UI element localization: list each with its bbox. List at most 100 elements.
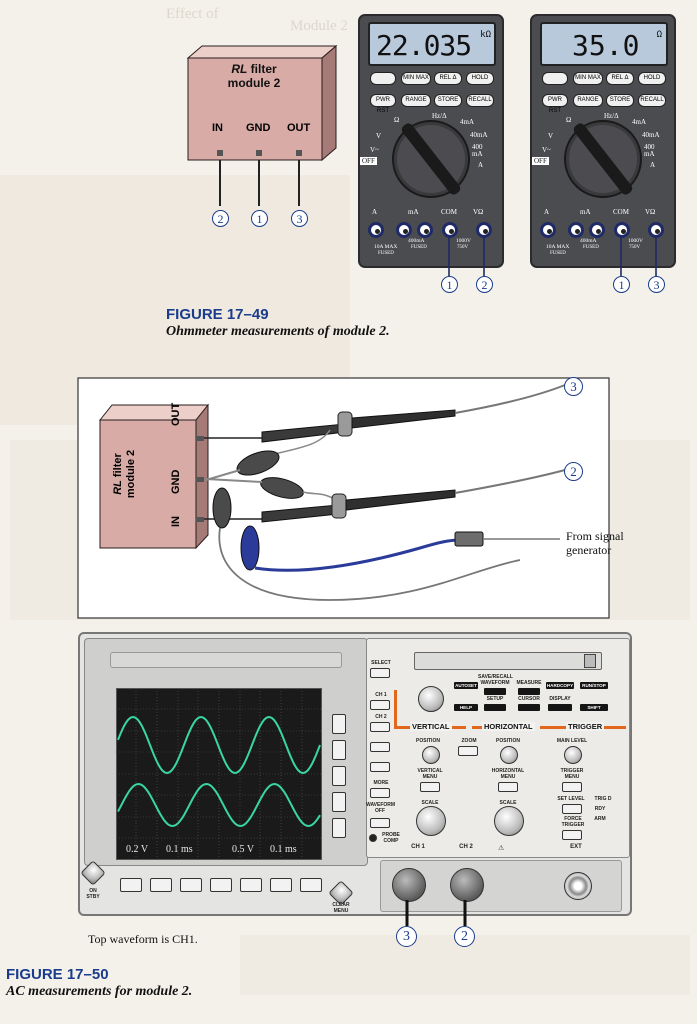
autoset-button[interactable]: AUTOSET: [454, 682, 478, 689]
probe-comp-terminal[interactable]: [369, 834, 377, 842]
meter1-jack-com[interactable]: [442, 222, 458, 238]
input-ext-label: EXT: [570, 844, 582, 850]
scope-softkey-4[interactable]: [332, 792, 346, 812]
meter2-jack-ma-2[interactable]: [589, 222, 605, 238]
trig-d-label: TRIG D: [594, 796, 612, 802]
vertical-scale-knob[interactable]: [416, 806, 446, 836]
waveform-off-button[interactable]: [370, 818, 390, 828]
scope-bottom-key-1[interactable]: [120, 878, 142, 892]
main-level-label: MAIN LEVEL: [556, 738, 588, 744]
trigger-menu-button[interactable]: [562, 782, 582, 792]
select-knob[interactable]: [418, 686, 444, 712]
meter2-minmax-button[interactable]: MIN MAX: [573, 72, 603, 85]
meter2-probe-com-number: 1: [613, 276, 630, 293]
scope-screen: 0.2 V 0.1 ms 0.5 V 0.1 ms: [116, 688, 322, 860]
ext-bnc-connector[interactable]: [564, 872, 592, 900]
vertical-menu-button[interactable]: [420, 782, 440, 792]
floppy-eject[interactable]: [584, 654, 596, 668]
meter1-jack-ma-1[interactable]: [396, 222, 412, 238]
scope-bottom-key-2[interactable]: [150, 878, 172, 892]
setup-callout-2: 2: [564, 462, 583, 481]
meter2-pwrrst-button[interactable]: PWR RST: [542, 94, 568, 114]
meter2-label-off: OFF: [532, 157, 549, 165]
meter1-fuse1b: FUSED: [378, 251, 394, 256]
module-title-line2: module 2: [227, 76, 281, 90]
meter1-blank-button[interactable]: [370, 72, 396, 85]
shift-button[interactable]: SHIFT: [580, 704, 608, 711]
ch1-button[interactable]: [370, 700, 390, 710]
meter2-jack-ma-1[interactable]: [568, 222, 584, 238]
meter2-label-400ma: 400 mA: [644, 143, 655, 158]
meter2-unit: Ω: [656, 30, 662, 40]
display-button[interactable]: [548, 704, 572, 711]
scope-bottom-key-3[interactable]: [180, 878, 202, 892]
meter2-recall-button[interactable]: RECALL: [638, 94, 666, 107]
scope-softkey-5[interactable]: [332, 818, 346, 838]
meter2-probe-v-number: 3: [648, 276, 665, 293]
more-button[interactable]: [370, 788, 390, 798]
meter2-jack-com[interactable]: [614, 222, 630, 238]
trigger-menu-label: TRIGGER MENU: [560, 768, 584, 780]
meter1-fuse2b: FUSED: [411, 245, 427, 250]
meter1-pwrrst-button[interactable]: PWR RST: [370, 94, 396, 114]
meter1-minmax-button[interactable]: MIN MAX: [401, 72, 431, 85]
ch2-button[interactable]: [370, 722, 390, 732]
meter1-range-button[interactable]: RANGE: [401, 94, 431, 107]
meter2-label-ohm: Ω: [566, 116, 572, 124]
meter2-label-40ma: 40mA: [642, 131, 660, 139]
horizontal-scale-knob[interactable]: [494, 806, 524, 836]
scope-bottom-key-4[interactable]: [210, 878, 232, 892]
math-button[interactable]: [370, 742, 390, 752]
set-level-button[interactable]: [562, 804, 582, 814]
horizontal-menu-button[interactable]: [498, 782, 518, 792]
select-button[interactable]: [370, 668, 390, 678]
save-recall-button[interactable]: [484, 688, 506, 695]
meter2-rel-button[interactable]: REL Δ: [606, 72, 634, 85]
vertical-position-knob[interactable]: [422, 746, 440, 764]
meter2-rotary-dial[interactable]: [562, 118, 644, 200]
main-level-knob[interactable]: [564, 746, 582, 764]
meter1-jack-ma-2[interactable]: [417, 222, 433, 238]
meter1-jack-label-v: VΩ: [473, 208, 484, 216]
hardcopy-button[interactable]: HARDCOPY: [546, 682, 574, 689]
scope-softkey-2[interactable]: [332, 740, 346, 760]
force-trigger-button[interactable]: [562, 830, 582, 840]
ch2-bnc-connector[interactable]: [450, 868, 484, 902]
ref-button[interactable]: [370, 762, 390, 772]
meter1-hold-button[interactable]: HOLD: [466, 72, 494, 85]
scope-bottom-key-7[interactable]: [300, 878, 322, 892]
meter1-recall-button[interactable]: RECALL: [466, 94, 494, 107]
meter2-hold-button[interactable]: HOLD: [638, 72, 666, 85]
ch1-bnc-connector[interactable]: [392, 868, 426, 902]
meter2-label-hz: Hz/Δ: [604, 112, 619, 120]
meter2-display: 35.0 Ω: [540, 22, 668, 66]
scope-bottom-key-6[interactable]: [270, 878, 292, 892]
setup-button[interactable]: [484, 704, 506, 711]
measure-label: MEASURE: [516, 680, 542, 686]
meter2-range-button[interactable]: RANGE: [573, 94, 603, 107]
meter2-jack-a[interactable]: [540, 222, 556, 238]
select-label: SELECT: [371, 660, 391, 666]
zoom-button[interactable]: [458, 746, 478, 756]
meter-probe-leads: [448, 236, 657, 276]
signal-generator-label: From signal generator: [566, 529, 624, 557]
meter1-rotary-dial[interactable]: [390, 118, 472, 200]
scope-bottom-key-5[interactable]: [240, 878, 262, 892]
help-button[interactable]: HELP: [454, 704, 478, 711]
signal-label-line2: generator: [566, 543, 612, 557]
meter1-store-button[interactable]: STORE: [434, 94, 462, 107]
meter1-rel-button[interactable]: REL Δ: [434, 72, 462, 85]
meter2-maxv2: 750V: [629, 245, 641, 250]
scope-softkey-3[interactable]: [332, 766, 346, 786]
meter2-store-button[interactable]: STORE: [606, 94, 634, 107]
meter1-jack-a[interactable]: [368, 222, 384, 238]
cursor-button[interactable]: [518, 704, 540, 711]
horizontal-position-knob[interactable]: [500, 746, 518, 764]
meter2-label-vdc: V: [548, 132, 554, 140]
vertical-section-side: [394, 690, 397, 728]
scope-softkey-1[interactable]: [332, 714, 346, 734]
measure-button[interactable]: [518, 688, 540, 695]
runstop-button[interactable]: RUN/STOP: [580, 682, 608, 689]
meter2-blank-button[interactable]: [542, 72, 568, 85]
